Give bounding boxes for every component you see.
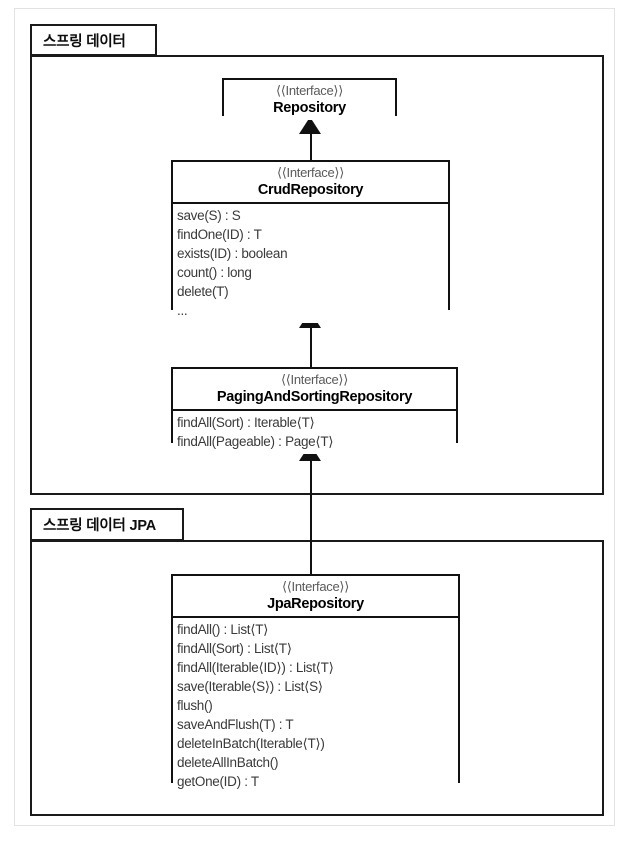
uml-member: save(S) : S — [177, 208, 241, 223]
uml-member: findAll(Pageable) : Page⟨T⟩ — [177, 434, 334, 449]
package-tab-spring-data-jpa: 스프링 데이터 JPA — [30, 508, 184, 541]
uml-member: save(Iterable⟨S⟩) : List⟨S⟩ — [177, 679, 323, 694]
uml-members-jpa-repository: findAll() : List⟨T⟩ findAll(Sort) : List… — [173, 618, 458, 794]
uml-stereotype-repository: ⟨⟨Interface⟩⟩ — [276, 83, 343, 98]
uml-header-crud-repository: ⟨⟨Interface⟩⟩ CrudRepository — [173, 162, 448, 204]
uml-name-repository: Repository — [273, 100, 346, 116]
uml-member: findOne(ID) : T — [177, 227, 262, 242]
uml-name-paging-and-sorting-repository: PagingAndSortingRepository — [216, 389, 413, 405]
uml-member: deleteAllInBatch() — [177, 755, 279, 770]
uml-member: deleteInBatch(Iterable⟨T⟩) — [177, 736, 325, 751]
uml-name-crud-repository: CrudRepository — [257, 182, 364, 198]
uml-members-paging-and-sorting-repository: findAll(Sort) : Iterable⟨T⟩ findAll(Page… — [173, 411, 456, 454]
uml-header-paging-and-sorting-repository: ⟨⟨Interface⟩⟩ PagingAndSortingRepository — [173, 369, 456, 411]
uml-header-jpa-repository: ⟨⟨Interface⟩⟩ JpaRepository — [173, 576, 458, 618]
uml-member: getOne(ID) : T — [177, 774, 259, 789]
uml-member: delete(T) — [177, 284, 229, 299]
uml-member: saveAndFlush(T) : T — [177, 717, 294, 732]
uml-name-jpa-repository: JpaRepository — [267, 596, 364, 612]
uml-member: findAll() : List⟨T⟩ — [177, 622, 269, 637]
generalization-line-paging-to-crud — [310, 310, 312, 367]
uml-header-repository: ⟨⟨Interface⟩⟩ Repository — [224, 80, 395, 120]
uml-class-repository[interactable]: ⟨⟨Interface⟩⟩ Repository — [222, 78, 397, 120]
uml-member: exists(ID) : boolean — [177, 246, 288, 261]
uml-member: count() : long — [177, 265, 252, 280]
page-border — [14, 8, 615, 826]
uml-stereotype-crud-repository: ⟨⟨Interface⟩⟩ — [277, 165, 344, 180]
uml-member: findAll(Sort) : List⟨T⟩ — [177, 641, 292, 656]
generalization-line-crud-to-repository — [310, 116, 312, 160]
package-tab-spring-data: 스프링 데이터 — [30, 24, 157, 56]
uml-class-paging-and-sorting-repository[interactable]: ⟨⟨Interface⟩⟩ PagingAndSortingRepository… — [171, 367, 458, 454]
uml-members-crud-repository: save(S) : S findOne(ID) : T exists(ID) :… — [173, 204, 448, 323]
uml-member: findAll(Sort) : Iterable⟨T⟩ — [177, 415, 315, 430]
uml-class-crud-repository[interactable]: ⟨⟨Interface⟩⟩ CrudRepository save(S) : S… — [171, 160, 450, 323]
package-label-spring-data-jpa: 스프링 데이터 JPA — [43, 518, 157, 534]
uml-stereotype-paging-and-sorting-repository: ⟨⟨Interface⟩⟩ — [281, 372, 348, 387]
uml-member: findAll(Iterable⟨ID⟩) : List⟨T⟩ — [177, 660, 334, 675]
uml-class-jpa-repository[interactable]: ⟨⟨Interface⟩⟩ JpaRepository findAll() : … — [171, 574, 460, 794]
uml-member: ... — [177, 303, 188, 318]
uml-stereotype-jpa-repository: ⟨⟨Interface⟩⟩ — [282, 579, 349, 594]
uml-member: flush() — [177, 698, 213, 713]
package-label-spring-data: 스프링 데이터 — [43, 33, 126, 50]
generalization-line-jpa-to-paging — [310, 443, 312, 574]
